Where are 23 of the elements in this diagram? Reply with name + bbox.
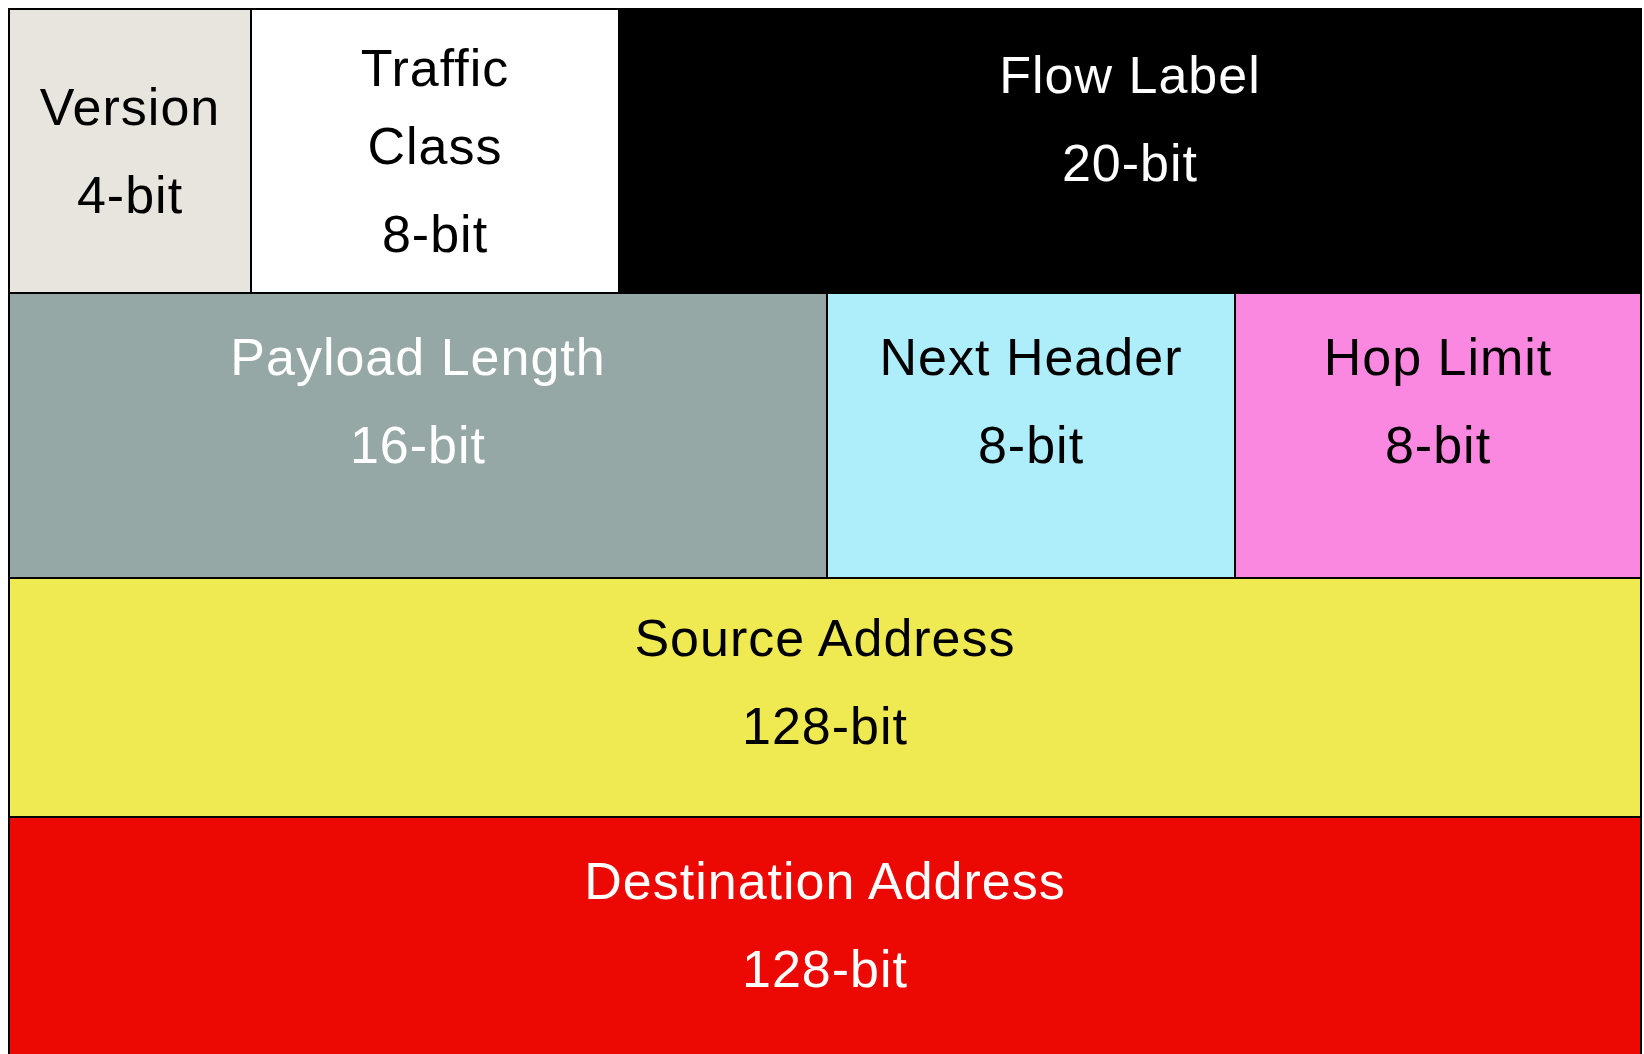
field-size: 128-bit [742,696,908,757]
field-size: 4-bit [76,165,184,226]
field-size: 8-bit [1384,415,1492,476]
header-field-cell [1234,292,1642,579]
field-name: Destination Address [584,851,1066,912]
header-field-cell [8,8,252,294]
field-size: 8-bit [977,415,1085,476]
header-field-cell [8,292,828,579]
field-size: 128-bit [742,939,908,1000]
field-size: 20-bit [1061,133,1199,194]
field-name: Hop Limit [1323,327,1553,388]
header-field-cell [8,816,1642,1054]
field-name: Next Header [879,327,1183,388]
field-size: 8-bit [381,204,489,265]
header-field-cell [826,292,1236,579]
field-name: Version [39,77,221,138]
header-field-cell [8,577,1642,818]
field-size: 16-bit [349,415,487,476]
header-field-cell [618,8,1642,294]
field-name: Payload Length [230,327,606,388]
field-name: Flow Label [999,45,1261,106]
field-name: Source Address [634,608,1016,669]
field-name: Traffic Class [359,38,511,177]
